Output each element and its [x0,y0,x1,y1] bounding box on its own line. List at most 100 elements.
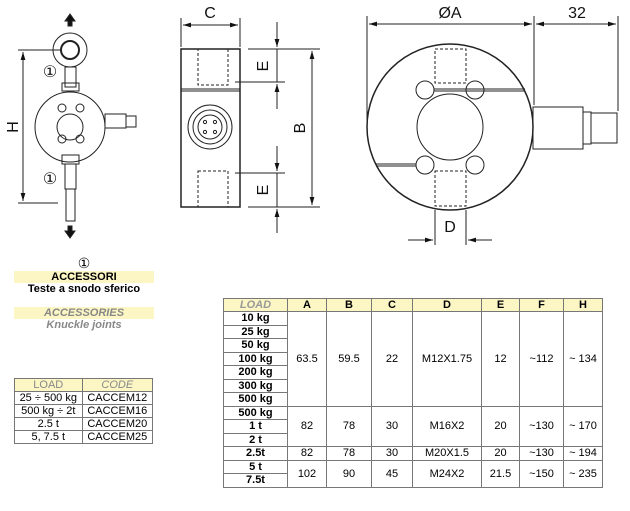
code-cell: CACCEM16 [81,404,154,418]
col-header-e: E [481,298,520,312]
load-cell: 300 kg [223,378,288,393]
code-cell: CACCEM12 [81,391,154,405]
value-f-cell: ~112 [519,311,564,407]
side-view [180,18,320,233]
table-header-row: LOAD CODE [14,378,154,392]
value-a-cell: 63.5 [287,311,327,407]
value-a-cell: 82 [287,446,327,461]
table-row: 1 t [223,419,603,434]
accessories-title-it: ACCESSORI [14,271,154,283]
load-cell: 10 kg [223,311,288,326]
value-e-cell: 12 [481,311,520,407]
pull-arrow-down-icon [64,225,76,239]
load-cell: 50 kg [223,338,288,353]
col-header-code: CODE [81,378,154,392]
col-header-load: LOAD [223,298,288,312]
accessories-subtitle-it: Teste a snodo sferico [27,283,141,295]
code-cell: CACCEM25 [81,430,154,444]
load-cell: 500 kg ÷ 2t [14,404,83,418]
col-header-f: F [519,298,564,312]
value-a-cell: 82 [287,405,327,447]
load-cell: 7.5t [223,473,288,488]
table-row: 100 kg [223,351,603,366]
value-c-cell: 45 [371,459,413,488]
value-c-cell: 22 [371,311,413,407]
col-header-a: A [287,298,327,312]
table-row: 300 kg [223,378,603,393]
value-e-cell: 21.5 [481,459,520,488]
value-c-cell: 30 [371,446,413,461]
dim-label-A: ØA [438,5,461,22]
col-header-c: C [371,298,413,312]
value-f-cell: ~150 [519,459,564,488]
top-view [366,16,619,245]
value-e-cell: 20 [481,405,520,447]
load-cell: 500 kg [223,405,288,420]
load-cell: 2.5t [223,446,288,461]
value-h-cell: ~ 194 [563,446,603,461]
table-row: 7.5t [223,473,603,488]
col-header-load: LOAD [14,378,83,392]
value-c-cell: 30 [371,405,413,447]
table-row: 500 kg [223,392,603,407]
value-d-cell: M16X2 [412,405,482,447]
load-cell: 25 ÷ 500 kg [14,391,83,405]
value-a-cell: 102 [287,459,327,488]
dim-label-E-bottom: E [255,185,272,196]
col-header-b: B [326,298,372,312]
value-b-cell: 90 [326,459,372,488]
technical-drawing: H ① ① C E E B ØA 32 D [5,5,619,245]
pull-arrow-up-icon [64,13,76,27]
col-header-h: H [563,298,603,312]
dim-label-connector: 32 [568,5,586,22]
ref-marker-top: ① [43,64,57,81]
table-row: 2 t [223,432,603,447]
accessories-subtitle-en: Knuckle joints [46,319,122,331]
table-row: 50 kg [223,338,603,353]
ref-marker-bottom: ① [43,171,57,188]
value-f-cell: ~130 [519,446,564,461]
load-cell: 200 kg [223,365,288,380]
accessories-ref-marker: ① [77,255,91,271]
value-e-cell: 20 [481,446,520,461]
load-cell: 2.5 t [14,417,83,431]
value-h-cell: ~ 235 [563,459,603,488]
table-header-row: LOAD A B C D E F H [223,298,603,312]
accessories-heading: ① ACCESSORI Teste a snodo sferico ACCESS… [14,255,154,332]
dim-label-E-top: E [255,61,272,72]
load-cell: 25 kg [223,324,288,339]
value-b-cell: 78 [326,405,372,447]
load-cell: 2 t [223,432,288,447]
dim-label-C: C [204,5,216,22]
table-row: 25 kg [223,324,603,339]
value-h-cell: ~ 170 [563,405,603,447]
load-cell: 1 t [223,419,288,434]
value-d-cell: M24X2 [412,459,482,488]
dim-label-B: B [292,123,309,134]
code-cell: CACCEM20 [81,417,154,431]
value-f-cell: ~130 [519,405,564,447]
front-view-with-joints [18,13,137,239]
table-row: 200 kg [223,365,603,380]
value-d-cell: M12X1.75 [412,311,482,407]
accessories-title-en: ACCESSORIES [14,307,154,319]
load-cell: 5 t [223,459,288,474]
value-h-cell: ~ 134 [563,311,603,407]
load-cell: 5, 7.5 t [14,430,83,444]
col-header-d: D [412,298,482,312]
value-b-cell: 59.5 [326,311,372,407]
load-cell: 500 kg [223,392,288,407]
dim-label-D: D [444,219,456,236]
value-d-cell: M20X1.5 [412,446,482,461]
load-cell: 100 kg [223,351,288,366]
